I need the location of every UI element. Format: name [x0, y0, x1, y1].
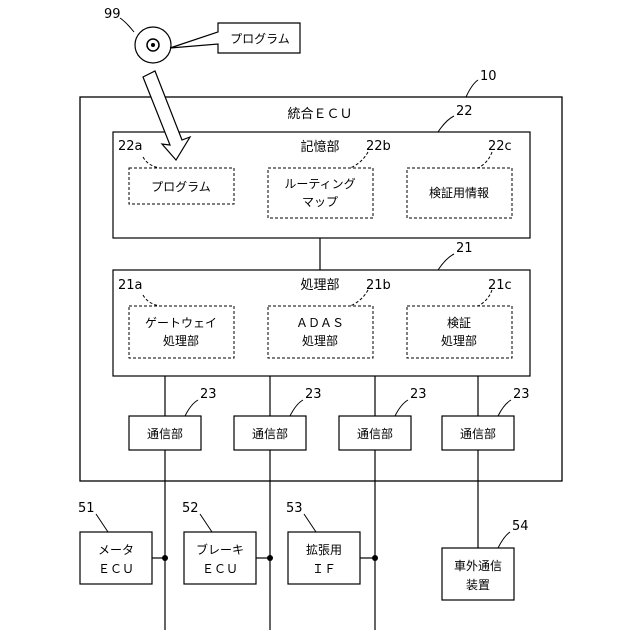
comm-unit-3-label: 通信部 [357, 426, 393, 441]
comm-unit-4-label: 通信部 [460, 426, 496, 441]
external-meter-line2: ＥＣＵ [98, 562, 134, 576]
storage-item-c-ref: 22c [488, 139, 512, 154]
external-if-line1: 拡張用 [306, 543, 342, 557]
program-callout-label: プログラム [230, 32, 290, 46]
comm-unit-1-ref: 23 [200, 387, 217, 402]
external-if-line2: ＩＦ [312, 562, 336, 576]
comm-unit-1-ref-leader [185, 400, 198, 416]
comm-unit-2-ref-leader [290, 400, 303, 416]
comm-units [129, 416, 514, 450]
program-disc-icon [135, 27, 171, 63]
processing-item-adas-line1: ＡＤＡＳ [296, 316, 344, 330]
processing-item-verify-line1: 検証 [447, 316, 471, 330]
external-comm-ref: 54 [512, 519, 529, 534]
processing-item-gateway-line2: 処理部 [163, 333, 199, 348]
processing-title: 処理部 [300, 278, 339, 293]
comm-unit-2-label: 通信部 [252, 426, 288, 441]
external-if-ref: 53 [286, 501, 303, 516]
comm-unit-4-ref-leader [498, 400, 511, 416]
storage-ref: 22 [456, 104, 473, 119]
external-brake-ecu-box [184, 532, 256, 584]
storage-item-a-ref: 22a [118, 139, 143, 154]
processing-item-verify-line2: 処理部 [441, 333, 477, 348]
storage-item-program-label: プログラム [151, 180, 211, 194]
comm-unit-1-label: 通信部 [147, 426, 183, 441]
external-brake-line2: ＥＣＵ [202, 562, 238, 576]
junction-dot-1 [162, 555, 168, 561]
processing-item-adas-line2: 処理部 [302, 333, 338, 348]
ecu-title: 統合ＥＣＵ [287, 107, 352, 122]
comm-unit-2-ref: 23 [305, 387, 322, 402]
external-meter-ref-leader [96, 514, 108, 532]
external-meter-line1: メータ [98, 543, 134, 557]
ecu-ref: 10 [480, 69, 497, 84]
junction-dot-2 [267, 555, 273, 561]
external-comm-ref-leader [498, 532, 510, 548]
external-meter-ref: 51 [78, 501, 95, 516]
comm-unit-3-ref-leader [395, 400, 408, 416]
junction-dot-3 [372, 555, 378, 561]
storage-title: 記憶部 [300, 139, 339, 155]
external-brake-ref-leader [200, 514, 212, 532]
external-comm-device-box [442, 548, 514, 600]
ecu-ref-leader [466, 80, 478, 97]
storage-item-b-ref: 22b [366, 139, 391, 154]
processing-item-a-ref: 21a [118, 278, 143, 293]
processing-ref-leader [438, 254, 454, 270]
external-comm-line2: 装置 [466, 578, 490, 592]
external-meter-ecu-box [80, 532, 152, 584]
storage-item-routing-line2: マップ [302, 195, 338, 209]
external-comm-line1: 車外通信 [454, 559, 502, 573]
processing-item-b-ref: 21b [366, 278, 391, 293]
storage-ref-leader [438, 116, 454, 132]
processing-ref: 21 [456, 241, 473, 256]
processing-item-gateway-line1: ゲートウェイ [145, 316, 217, 330]
storage-item-routing-line1: ルーティング [284, 177, 355, 191]
program-ref-leader [120, 18, 134, 32]
comm-unit-4-ref: 23 [513, 387, 530, 402]
program-ref: 99 [104, 7, 121, 22]
processing-item-c-ref: 21c [488, 278, 512, 293]
external-extension-if-box [288, 532, 360, 584]
external-brake-ref: 52 [182, 501, 199, 516]
storage-item-verify-label: 検証用情報 [429, 186, 489, 200]
external-brake-line1: ブレーキ [196, 542, 244, 557]
comm-unit-3-ref: 23 [410, 387, 427, 402]
external-if-ref-leader [304, 514, 316, 532]
